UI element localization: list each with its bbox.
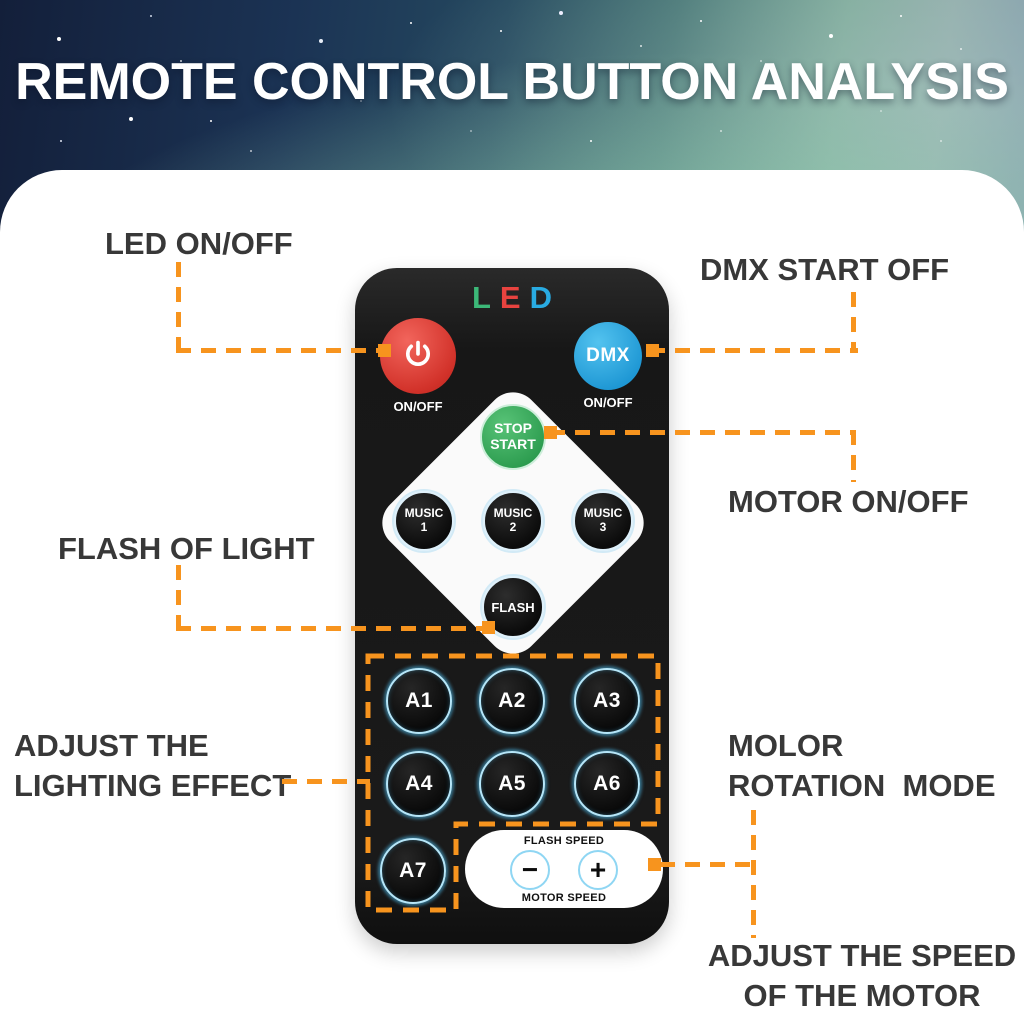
callout-adjust-lighting-effect: ADJUST THE LIGHTING EFFECT <box>14 726 291 807</box>
brand-letter-d: D <box>529 280 561 315</box>
a5-button: A5 <box>479 751 545 817</box>
flash-speed-label: FLASH SPEED <box>523 835 605 847</box>
remote-control: LED ON/OFF DMX ON/OFF STOP START MUSIC 1… <box>355 268 669 944</box>
callout-flash-of-light: FLASH OF LIGHT <box>58 531 315 566</box>
music-3-label: MUSIC <box>583 506 623 521</box>
power-button <box>380 318 456 394</box>
rotation-connector-endpoint <box>648 858 661 871</box>
a3-button: A3 <box>574 668 640 734</box>
a2-button: A2 <box>479 668 545 734</box>
flash-connector-endpoint <box>482 621 495 634</box>
dmx-connector-vertical <box>851 292 856 352</box>
flash-connector-vertical <box>176 565 181 629</box>
lighting-connector-horizontal <box>282 779 370 784</box>
led-connector-endpoint <box>378 344 391 357</box>
motor-connector-endpoint <box>544 426 557 439</box>
a6-button: A6 <box>574 751 640 817</box>
page-title: REMOTE CONTROL BUTTON ANALYSIS <box>15 53 1009 111</box>
a4-button: A4 <box>386 751 452 817</box>
callout-led-on-off: LED ON/OFF <box>105 226 293 261</box>
stop-start-line2: START <box>490 436 536 452</box>
music-2-button: MUSIC 2 <box>483 491 543 551</box>
led-connector-horizontal <box>176 348 382 353</box>
callout-rotation-line1: MOLOR <box>728 728 844 763</box>
led-brand: LED <box>355 280 669 316</box>
power-icon <box>405 340 431 366</box>
music-3-number: 3 <box>599 520 607 534</box>
minus-button: − <box>510 849 550 890</box>
music-3-button: MUSIC 3 <box>573 491 633 551</box>
music-2-number: 2 <box>509 520 517 534</box>
power-button-label: ON/OFF <box>393 399 443 414</box>
flash-connector-horizontal <box>176 626 486 631</box>
callout-adjust-motor-speed: ADJUST THE SPEED OF THE MOTOR <box>700 936 1024 1017</box>
stars <box>0 0 2 2</box>
stop-start-line1: STOP <box>494 420 532 437</box>
music-1-label: MUSIC <box>404 506 444 521</box>
a7-button: A7 <box>380 838 446 904</box>
callout-motor-on-off: MOTOR ON/OFF <box>728 484 969 519</box>
speed-connector-vertical <box>751 810 756 938</box>
stop-start-button: STOP START <box>480 404 546 470</box>
callout-lighting-line1: ADJUST THE <box>14 728 209 763</box>
minus-icon: − <box>521 853 539 885</box>
led-connector-vertical <box>176 262 181 352</box>
callout-dmx-start-off: DMX START OFF <box>700 252 950 287</box>
music-2-label: MUSIC <box>493 506 533 521</box>
dmx-button: DMX <box>574 322 642 390</box>
callout-rotation-line2: ROTATION MODE <box>728 768 996 804</box>
motor-speed-label: MOTOR SPEED <box>521 892 607 904</box>
callout-speed-line2: OF THE MOTOR <box>743 978 981 1014</box>
callout-motor-rotation-mode: MOLOR ROTATION MODE <box>728 726 996 807</box>
a1-button: A1 <box>386 668 452 734</box>
motor-connector-vertical <box>851 430 856 482</box>
music-1-number: 1 <box>420 520 428 534</box>
music-1-button: MUSIC 1 <box>394 491 454 551</box>
brand-letter-l: L <box>471 280 500 315</box>
brand-letter-e: E <box>499 280 530 315</box>
motor-connector-horizontal <box>550 430 856 435</box>
speed-panel: FLASH SPEED − + MOTOR SPEED <box>465 830 663 908</box>
rotation-connector-horizontal <box>660 862 755 867</box>
dmx-connector-horizontal <box>650 348 858 353</box>
plus-button: + <box>578 849 618 890</box>
dmx-button-label: ON/OFF <box>583 395 633 410</box>
callout-lighting-line2: LIGHTING EFFECT <box>14 768 292 804</box>
callout-speed-line1: ADJUST THE SPEED <box>707 938 1017 973</box>
dmx-connector-endpoint <box>646 344 659 357</box>
speed-buttons-row: − + <box>510 849 618 890</box>
plus-icon: + <box>589 853 607 885</box>
